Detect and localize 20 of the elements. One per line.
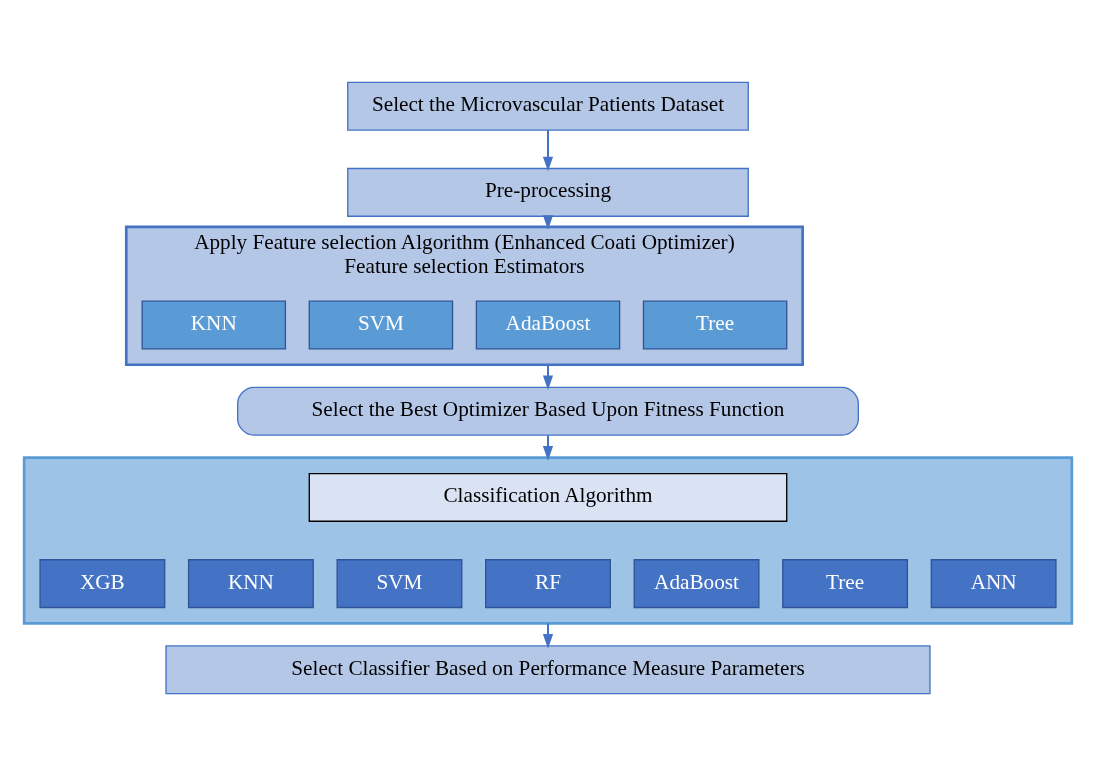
node-box: SVM (308, 299, 454, 350)
node-box: ANN (930, 558, 1057, 608)
node-box: Classification Algorithm (308, 472, 788, 522)
node-box: Tree (782, 558, 909, 608)
node-box: AdaBoost (475, 299, 621, 350)
node-box: Select Classifier Based on Performance Measure Parameters (165, 644, 931, 694)
arrow (542, 363, 554, 390)
node-box: Tree (642, 299, 788, 350)
arrow (542, 621, 554, 649)
node-box: SVM (336, 558, 463, 608)
cluster (22, 455, 1074, 625)
node-box: XGB (39, 558, 166, 608)
arrow (542, 433, 554, 461)
arrow (542, 128, 554, 171)
node-box: AdaBoost (633, 558, 760, 608)
node-box: KNN (187, 558, 314, 608)
node-box: KNN (141, 299, 287, 350)
node-box: Select the Microvascular Patients Dataset (347, 81, 749, 131)
node-box: Select the Best Optimizer Based Upon Fitness Function (237, 386, 859, 436)
node-box: RF (485, 558, 611, 608)
